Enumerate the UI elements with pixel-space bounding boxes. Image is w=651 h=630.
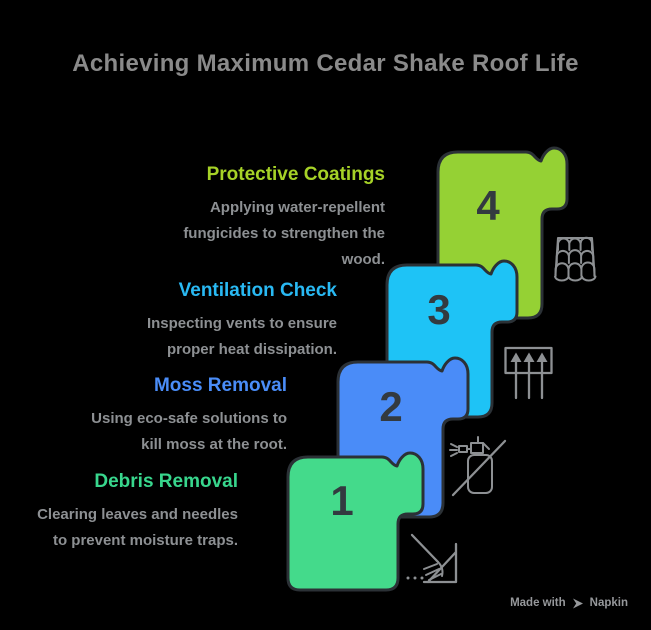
step-text-3: Ventilation Check Inspecting vents to en… — [123, 279, 337, 363]
vent-arrows-icon — [504, 346, 553, 400]
napkin-flag-icon — [572, 598, 583, 608]
watermark-prefix: Made with — [510, 597, 566, 609]
step-text-2: Moss Removal Using eco-safe solutions to… — [73, 374, 287, 458]
step-title-1: Debris Removal — [94, 471, 238, 492]
ribbon-step-1 — [286, 451, 425, 592]
step-title-2: Moss Removal — [153, 375, 287, 396]
watermark-brand: Napkin — [589, 597, 628, 609]
step-number-3: 3 — [427, 286, 451, 333]
step-text-4: Protective Coatings Applying water-repel… — [171, 163, 385, 273]
roof-tiles-icon — [554, 236, 597, 282]
step-number-1: 1 — [330, 477, 354, 524]
step-title-4: Protective Coatings — [206, 164, 385, 185]
step-description-4: Applying water-repellent fungicides to s… — [183, 199, 385, 268]
ribbon-shape-1 — [286, 451, 425, 592]
step-number-4: 4 — [476, 182, 500, 229]
napkin-watermark-link[interactable]: Made with Napkin — [510, 597, 628, 609]
rake-and-dustpan-icon — [406, 533, 458, 584]
step-description-2: Using eco-safe solutions to kill moss at… — [91, 410, 287, 453]
step-title-3: Ventilation Check — [178, 280, 337, 301]
page-title: Achieving Maximum Cedar Shake Roof Life — [72, 50, 579, 77]
step-description-1: Clearing leaves and needles to prevent m… — [37, 506, 238, 549]
step-description-3: Inspecting vents to ensure proper heat d… — [146, 315, 337, 358]
step-number-2: 2 — [379, 383, 403, 430]
step-text-1: Debris Removal Clearing leaves and needl… — [24, 470, 238, 554]
crossed-spray-bottle-icon — [449, 436, 507, 497]
